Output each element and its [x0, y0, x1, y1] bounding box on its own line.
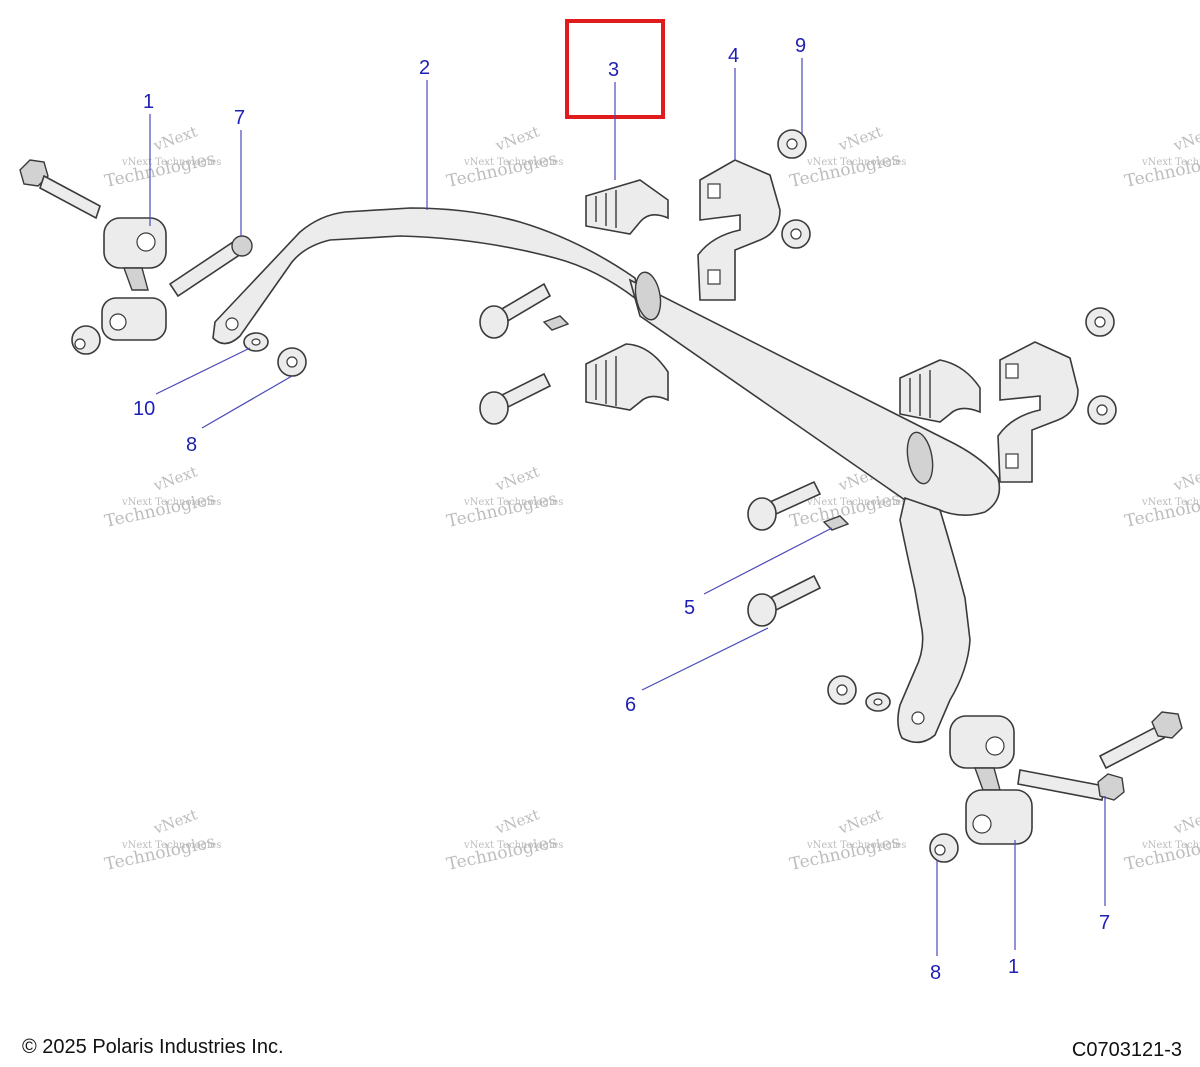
bolt-upper-left[interactable]: [168, 235, 253, 298]
callouts: 1 2 3 4 9 7 10 8 5 6 7 8 1: [133, 35, 1110, 984]
svg-text:vNext Technologies: vNext Technologies: [121, 497, 221, 508]
link-lower-right[interactable]: [949, 715, 1033, 845]
nut-top-2[interactable]: [781, 219, 811, 249]
washer-left[interactable]: [243, 332, 269, 352]
callout-3[interactable]: 3: [608, 59, 619, 81]
svg-text:Technologies: Technologies: [103, 149, 217, 192]
svg-text:Technologies: Technologies: [103, 832, 217, 875]
callout-8-lower[interactable]: 8: [930, 962, 941, 984]
clamp-right[interactable]: [997, 341, 1079, 483]
callout-8[interactable]: 8: [186, 434, 197, 456]
callout-2[interactable]: 2: [419, 57, 430, 79]
svg-text:vNext: vNext: [1170, 462, 1200, 495]
svg-text:vNext Technologies: vNext Technologies: [1141, 497, 1200, 508]
svg-text:vNext: vNext: [1170, 122, 1200, 155]
nut-lower-2[interactable]: [929, 833, 959, 863]
nut-left-outer[interactable]: [71, 325, 101, 355]
svg-text:Technologies: Technologies: [788, 832, 902, 875]
svg-text:vNext: vNext: [150, 462, 199, 495]
nut-right-2[interactable]: [1087, 395, 1117, 425]
svg-text:Technologies: Technologies: [445, 832, 559, 875]
svg-text:vNext Technologies: vNext Technologies: [806, 497, 906, 508]
carriage-bolt-1[interactable]: [479, 282, 552, 339]
svg-text:vNext Technologies: vNext Technologies: [463, 840, 563, 851]
copyright-notice: © 2025 Polaris Industries Inc.: [22, 1036, 284, 1058]
svg-text:vNext Technologies: vNext Technologies: [463, 497, 563, 508]
bolt-upper-left-long[interactable]: [19, 159, 101, 220]
svg-text:Technologies: Technologies: [788, 149, 902, 192]
callout-1-lower[interactable]: 1: [1008, 956, 1019, 978]
nut-right-1[interactable]: [1085, 307, 1115, 337]
svg-text:vNext Technologies: vNext Technologies: [121, 157, 221, 168]
svg-text:Technologies: Technologies: [445, 149, 559, 192]
svg-text:vNext: vNext: [492, 122, 541, 155]
svg-text:Technologies: Technologies: [1123, 832, 1200, 875]
washer-lower[interactable]: [865, 692, 891, 712]
clamp-upper[interactable]: [697, 159, 781, 301]
drawing-number: C0703121-3: [1071, 1039, 1182, 1061]
bolt-lower-right-long[interactable]: [1098, 711, 1183, 770]
svg-text:Technologies: Technologies: [1123, 489, 1200, 532]
svg-text:vNext Technologies: vNext Technologies: [1141, 840, 1200, 851]
callout-6[interactable]: 6: [625, 694, 636, 716]
svg-text:vNext Technologies: vNext Technologies: [1141, 157, 1200, 168]
svg-text:vNext Technologies: vNext Technologies: [121, 840, 221, 851]
stabilizer-bar[interactable]: [212, 207, 1001, 744]
carriage-bolt-2[interactable]: [479, 372, 552, 425]
link-upper-left[interactable]: [101, 217, 167, 341]
leader-lines: [149, 58, 1106, 956]
grease-fitting-2[interactable]: [822, 515, 850, 531]
svg-text:Technologies: Technologies: [103, 489, 217, 532]
svg-text:vNext: vNext: [835, 805, 884, 838]
bushing-upper[interactable]: [585, 179, 669, 235]
svg-text:vNext: vNext: [492, 805, 541, 838]
callout-5[interactable]: 5: [684, 597, 695, 619]
callout-4[interactable]: 4: [728, 45, 739, 67]
svg-text:vNext: vNext: [835, 122, 884, 155]
svg-text:vNext: vNext: [1170, 805, 1200, 838]
grease-fitting-1[interactable]: [542, 315, 570, 331]
svg-text:vNext Technologies: vNext Technologies: [806, 840, 906, 851]
svg-text:vNext: vNext: [150, 805, 199, 838]
callout-10[interactable]: 10: [133, 398, 155, 420]
svg-text:Technologies: Technologies: [1123, 149, 1200, 192]
svg-text:vNext Technologies: vNext Technologies: [806, 157, 906, 168]
nut-top-1[interactable]: [777, 129, 807, 159]
callout-7[interactable]: 7: [234, 107, 245, 129]
carriage-bolt-3[interactable]: [747, 480, 822, 531]
svg-text:vNext: vNext: [492, 462, 541, 495]
carriage-bolt-4[interactable]: [747, 574, 822, 627]
callout-7-lower[interactable]: 7: [1099, 912, 1110, 934]
callout-1[interactable]: 1: [143, 91, 154, 113]
nut-lower-1[interactable]: [827, 675, 857, 705]
callout-9[interactable]: 9: [795, 35, 806, 57]
svg-text:vNext Technologies: vNext Technologies: [463, 157, 563, 168]
svg-text:vNext: vNext: [150, 122, 199, 155]
nut-left[interactable]: [277, 347, 307, 377]
bushing-lower[interactable]: [585, 343, 669, 411]
bushing-right-upper[interactable]: [899, 359, 981, 423]
bolt-lower-right[interactable]: [1017, 769, 1125, 801]
svg-text:Technologies: Technologies: [445, 489, 559, 532]
